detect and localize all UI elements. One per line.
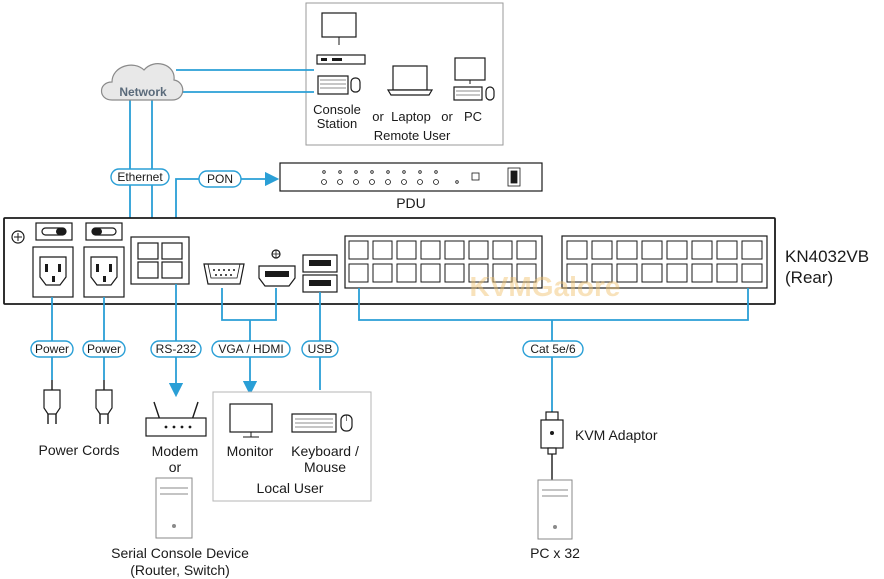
vga-hdmi-badge: VGA / HDMI (211, 340, 291, 358)
keyboard-label-line1: Keyboard / (291, 443, 359, 459)
or-text-1: or (372, 109, 384, 124)
serial-console-device-icon (155, 477, 193, 539)
power-badge-1: Power (30, 340, 74, 358)
monitor-label: Monitor (227, 443, 274, 459)
hdmi-port (258, 249, 296, 287)
device-side: (Rear) (785, 268, 833, 287)
kvm-adaptor-label: KVM Adaptor (575, 427, 658, 443)
vga-hdmi-label: VGA / HDMI (218, 342, 283, 356)
power-inlet-2 (83, 246, 125, 298)
kvm-switch-rear-panel (3, 217, 776, 305)
power-cords-label: Power Cords (39, 442, 120, 458)
cat-badge: Cat 5e/6 (522, 340, 584, 358)
power-switch-2 (85, 222, 123, 241)
device-name: KN4032VB (785, 247, 869, 266)
power-inlet-1 (32, 246, 74, 298)
kvm-adaptor-icon (540, 411, 564, 480)
pon-badge: PON (198, 170, 242, 188)
power-badge-2: Power (82, 340, 126, 358)
remote-user-caption: Remote User (374, 128, 451, 143)
modem-label: Modem (152, 443, 199, 459)
power-plug-icon-2 (95, 380, 113, 424)
pc-label: PC (464, 109, 482, 124)
pon-label: PON (207, 172, 233, 186)
vga-port (203, 263, 245, 285)
laptop-icon (386, 65, 434, 96)
pdu-label: PDU (396, 195, 426, 211)
usb-badge: USB (301, 340, 339, 358)
pc-icon (453, 57, 495, 101)
cat-label: Cat 5e/6 (530, 342, 576, 356)
power-plug-icon-1 (43, 380, 61, 424)
power-label-2: Power (87, 342, 121, 356)
serial-console-line2: (Router, Switch) (130, 562, 230, 578)
remote-user-panel: Console Station or Laptop or PC Remote U… (305, 2, 504, 146)
local-user-caption: Local User (257, 480, 324, 496)
pc-x32-label: PC x 32 (530, 545, 580, 561)
serial-console-line1: Serial Console Device (111, 545, 249, 561)
ethernet-badge: Ethernet (110, 168, 170, 186)
console-station-line1: Console (313, 102, 361, 117)
usb-label: USB (308, 342, 333, 356)
keyboard-label-line2: Mouse (304, 459, 346, 475)
laptop-label: Laptop (391, 109, 431, 124)
network-cloud-icon (100, 63, 184, 101)
ground-icon (11, 230, 25, 244)
network-label: Network (119, 85, 167, 99)
pdu-device (279, 162, 543, 192)
kvm-port-bank-2 (561, 235, 768, 289)
usb-ports (302, 254, 338, 293)
console-station-line2: Station (317, 116, 357, 131)
rj45-port-cluster (130, 236, 190, 285)
ethernet-label: Ethernet (117, 170, 163, 184)
monitor-icon (229, 403, 273, 438)
modem-icon (145, 401, 207, 437)
or-text-2: or (441, 109, 453, 124)
pc-tower-icon (537, 479, 573, 540)
rs232-badge: RS-232 (150, 340, 202, 358)
kvm-port-bank-1 (344, 235, 543, 289)
vga-hdmi-bracket (221, 288, 277, 321)
rs232-label: RS-232 (156, 342, 197, 356)
kvm-port-bracket (358, 288, 749, 321)
power-label-1: Power (35, 342, 69, 356)
watermark-logo: KVMGalore (470, 271, 621, 302)
keyboard-mouse-icon (291, 413, 353, 433)
modem-or: or (169, 459, 182, 475)
power-switch-1 (35, 222, 73, 241)
local-user-panel: Monitor Keyboard / Mouse Local User (212, 391, 372, 502)
console-station-icon (316, 12, 366, 95)
